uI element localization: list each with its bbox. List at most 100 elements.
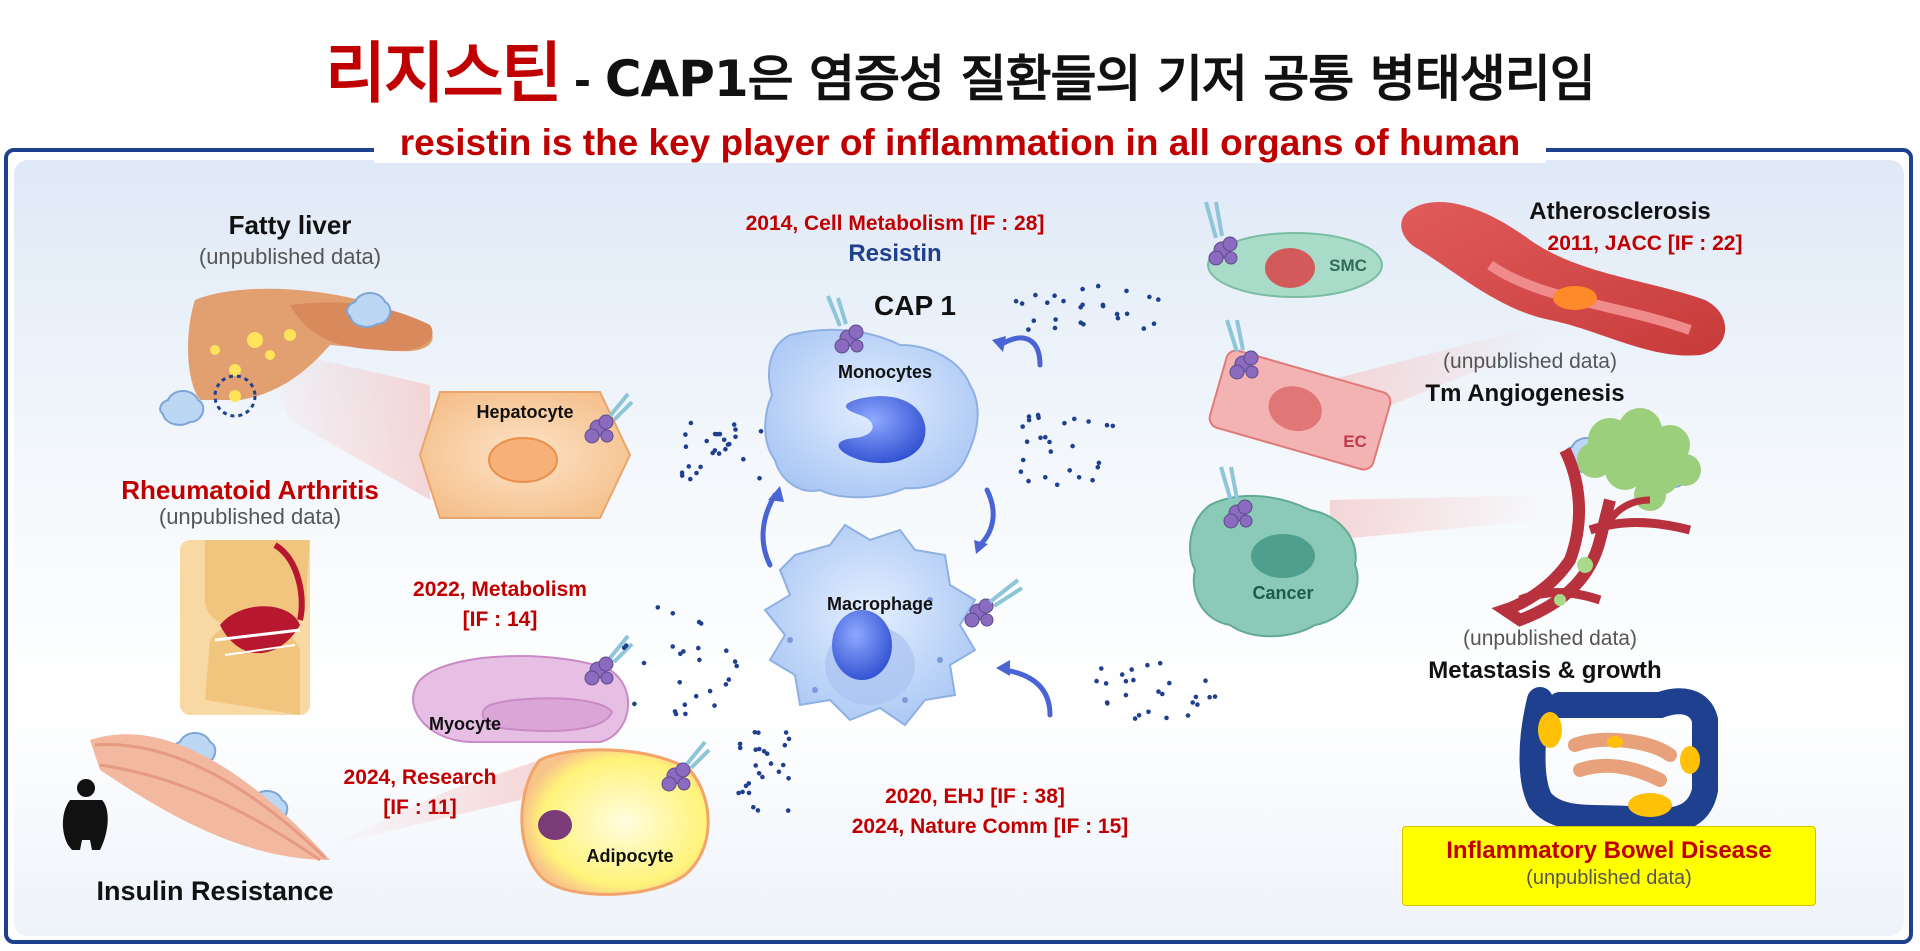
cytokine-dot [621, 645, 627, 651]
cytokine-dot [758, 429, 764, 434]
monocyte-cell [764, 328, 979, 499]
smc-cell [1207, 232, 1383, 298]
cytokine-dot [755, 808, 761, 813]
cytokine-dot [761, 749, 767, 754]
cytokine-dot [764, 751, 770, 756]
cytokine-dot [1119, 672, 1125, 677]
ref-ehj: 2020, EHJ [IF : 38] [885, 785, 1065, 808]
tumor-beam [1330, 495, 1545, 540]
knee-illustration [180, 540, 310, 715]
cycle-arrows [760, 335, 1053, 718]
cytokine-dot [1043, 475, 1048, 480]
cytokine-dot [698, 464, 703, 470]
cytokine-dot [1020, 457, 1026, 463]
cytokine-dot [710, 450, 715, 456]
cytokine-dot [1013, 298, 1019, 304]
cytokine-dot [1026, 417, 1032, 423]
cytokine-dot [1207, 694, 1212, 700]
ref-nature-comm: 2024, Nature Comm [IF : 15] [851, 815, 1129, 838]
cytokine-dot [721, 437, 727, 443]
cytokine-dot [1080, 302, 1085, 308]
cytokine-dot [737, 741, 743, 747]
person-icon [62, 779, 108, 850]
muscle-illustration [90, 734, 330, 862]
atherosclerosis-label: Atherosclerosis [1529, 198, 1711, 225]
cytokine-dot [693, 693, 699, 699]
cytokine-dot [740, 789, 745, 795]
ref-jacc: 2011, JACC [IF : 22] [1547, 232, 1743, 255]
cytokine-dot [753, 763, 758, 768]
cycle-arrowheads [768, 336, 1010, 676]
cytokine-dot [1095, 283, 1101, 289]
cytokine-dot [783, 730, 789, 735]
cytokine-dot [1164, 715, 1169, 721]
cytokine-dot [1033, 292, 1038, 298]
cytokine-dot [1132, 716, 1138, 721]
cytokine-dot [1156, 689, 1161, 694]
cytokine-dot [673, 711, 679, 717]
ec-label: EC [1343, 432, 1367, 451]
adipocyte-cell [520, 748, 710, 896]
ref-cell-metabolism: 2014, Cell Metabolism [IF : 28] [745, 212, 1045, 235]
cytokine-dot [733, 434, 738, 440]
cytokine-dot [1190, 700, 1195, 705]
cytokine-dot [1115, 315, 1121, 321]
colon-illustration [1519, 687, 1718, 835]
cytokine-dot [678, 651, 683, 657]
cytokine-dot [756, 771, 762, 776]
cytokine-dot [756, 730, 761, 735]
cytokine-dot [715, 431, 720, 437]
muscle-beam [330, 760, 540, 845]
cytokine-dot [1026, 478, 1031, 484]
cytokine-dot [1156, 297, 1161, 302]
cytokine-dot [724, 648, 729, 653]
fatty-liver-note: (unpublished data) [198, 244, 382, 269]
artery-illustration [1401, 201, 1726, 356]
myocyte-cell [412, 655, 629, 743]
cytokine-dot [782, 742, 788, 748]
cytokine-dot [1136, 713, 1142, 718]
cytokine-dot [1110, 423, 1116, 429]
page-title: 리지스틴-CAP1은 염증성 질환들의 기저 공통 병태생리임 [0, 20, 1920, 116]
liver-beam [255, 345, 430, 500]
cytokine-dot [712, 703, 717, 708]
cytokine-dot [1031, 318, 1037, 324]
ra-note: (unpublished data) [158, 504, 342, 529]
cytokine-dot [670, 644, 675, 649]
cytokine-dot [746, 790, 752, 796]
subtitle: resistin is the key player of inflammati… [0, 122, 1920, 164]
cytokine-dot [688, 476, 693, 482]
cytokine-dot [1104, 700, 1110, 705]
cytokine-dot [683, 711, 688, 717]
cytokine-dot [1018, 469, 1024, 475]
resistin-label: Resistin [848, 240, 942, 267]
cytokine-dot [736, 790, 741, 796]
cytokine-dot [726, 677, 732, 682]
cytokine-dot [1096, 460, 1102, 466]
fatty-liver-label: Fatty liver [228, 210, 352, 240]
cytokine-dot [1045, 300, 1050, 306]
cytokine-dot [683, 432, 688, 437]
ibd-label: Inflammatory Bowel Disease [1446, 837, 1772, 864]
cytokine-dot [760, 774, 765, 780]
cytokine-dot [716, 451, 722, 456]
cytokine-dot [776, 769, 782, 775]
cytokine-dot [731, 422, 737, 427]
ec-cell [1208, 349, 1392, 471]
cytokine-dot [1146, 709, 1151, 715]
cytokine-dot [1062, 420, 1067, 426]
cytokine-dot [734, 663, 739, 669]
cytokine-dot [1124, 311, 1130, 317]
cytokine-dot [1147, 294, 1152, 300]
cytokine-dot [780, 762, 786, 768]
ref-metabolism-line2: [IF : 14] [462, 608, 538, 631]
cytokine-dot [1076, 475, 1082, 480]
cytokine-dot [1099, 666, 1104, 671]
cytokine-dot [1131, 677, 1136, 683]
cytokine-dot [1100, 303, 1106, 309]
title-dash: - [574, 51, 591, 107]
tumor-illustration [1491, 408, 1701, 627]
myocyte-label: Myocyte [428, 714, 502, 734]
cytokine-dot [1203, 678, 1208, 683]
